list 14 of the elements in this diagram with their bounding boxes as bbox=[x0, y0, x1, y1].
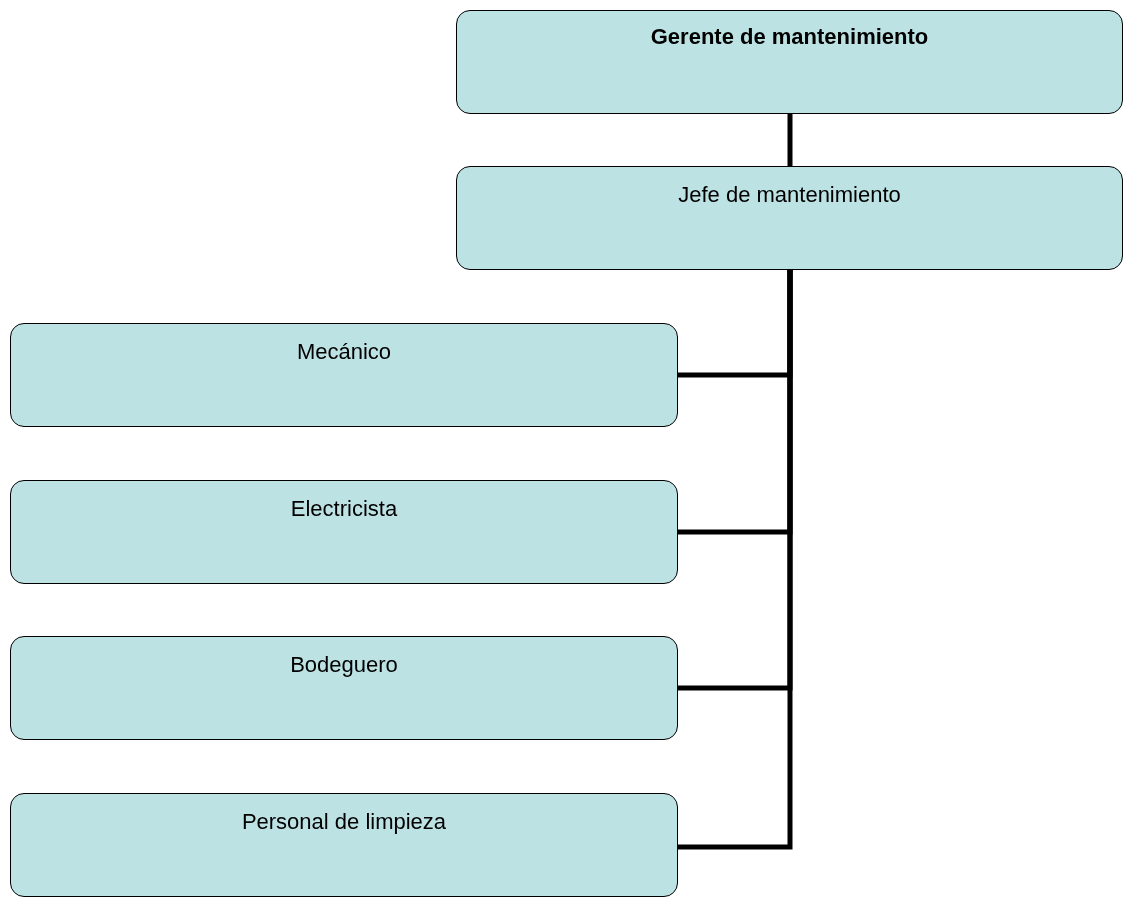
position-title: Mecánico bbox=[296, 339, 392, 364]
connector-line bbox=[678, 270, 793, 850]
position-box bbox=[10, 793, 678, 897]
position-box bbox=[10, 480, 678, 584]
connector-line bbox=[787, 114, 793, 166]
position-title: Gerente de mantenimiento bbox=[650, 24, 929, 49]
position-box bbox=[456, 166, 1123, 270]
position-title: Electricista bbox=[290, 496, 398, 521]
position-title: Bodeguero bbox=[290, 652, 398, 677]
position-title: Personal de limpieza bbox=[241, 809, 447, 834]
position-box bbox=[10, 636, 678, 740]
position-box bbox=[10, 323, 678, 427]
position-title: Jefe de mantenimiento bbox=[678, 182, 901, 207]
position-box bbox=[456, 10, 1123, 114]
